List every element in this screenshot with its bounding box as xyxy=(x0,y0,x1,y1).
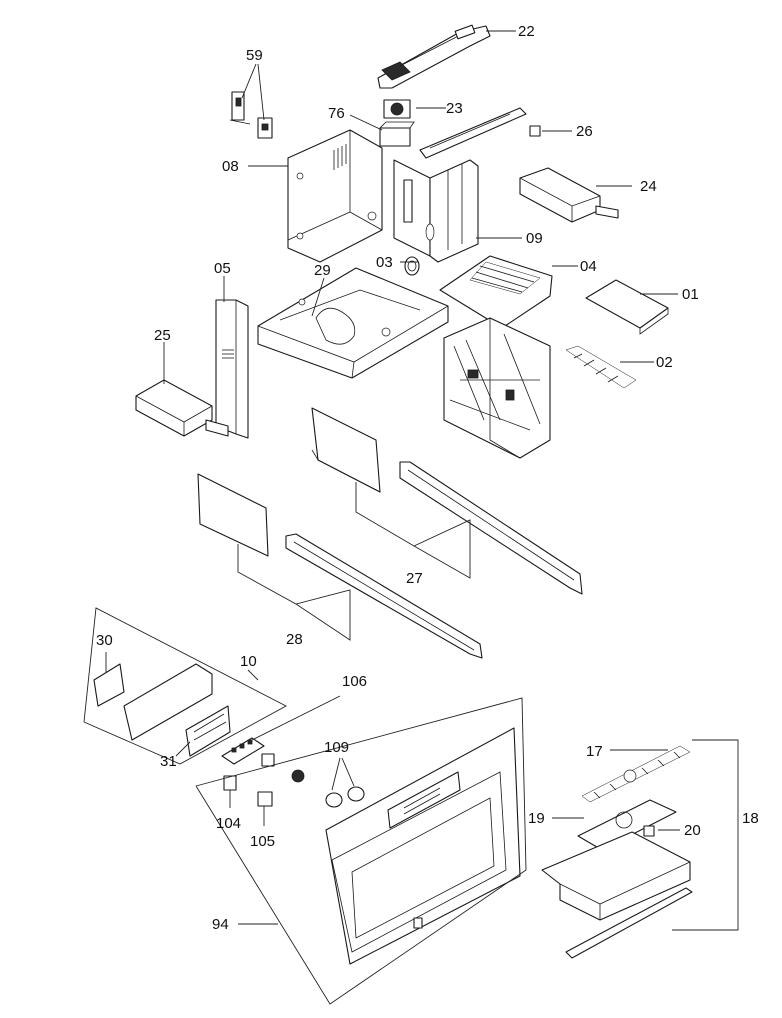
label-28: 28 xyxy=(286,631,303,648)
label-25: 25 xyxy=(154,327,171,344)
part-04-grill-cover xyxy=(439,255,553,329)
label-01: 01 xyxy=(682,286,699,303)
label-04: 04 xyxy=(580,258,597,275)
part-59-brackets xyxy=(229,91,273,139)
label-09: 09 xyxy=(526,230,543,247)
part-26-clip-rail xyxy=(419,107,541,159)
label-05: 05 xyxy=(214,260,231,277)
label-26: 26 xyxy=(576,123,593,140)
label-104: 104 xyxy=(216,815,241,832)
part-106-terminal xyxy=(221,737,265,765)
part-24-drip-tray xyxy=(519,167,619,223)
label-03: 03 xyxy=(376,254,393,271)
part-08-side-panel xyxy=(287,129,383,263)
part-18-drip-group xyxy=(541,745,693,959)
label-20: 20 xyxy=(684,822,701,839)
label-106: 106 xyxy=(342,673,367,690)
label-02: 02 xyxy=(656,354,673,371)
part-10-control-group xyxy=(93,663,231,757)
part-labels: 22 59 23 76 26 08 24 09 03 04 05 29 01 2… xyxy=(96,23,759,933)
label-30: 30 xyxy=(96,632,113,649)
part-23-fan xyxy=(379,99,415,147)
label-105: 105 xyxy=(250,833,275,850)
label-31: 31 xyxy=(160,753,177,770)
label-24: 24 xyxy=(640,178,657,195)
label-23: 23 xyxy=(446,100,463,117)
label-94: 94 xyxy=(212,916,229,933)
part-03-ring xyxy=(404,256,420,276)
label-29: 29 xyxy=(314,262,331,279)
label-17: 17 xyxy=(586,743,603,760)
label-22: 22 xyxy=(518,23,535,40)
part-25-tray xyxy=(135,379,229,437)
part-05-bracket-panel xyxy=(215,299,249,439)
label-76: 76 xyxy=(328,105,345,122)
label-59: 59 xyxy=(246,47,263,64)
parts-104-105-109 xyxy=(223,753,365,808)
main-frame xyxy=(443,317,551,459)
part-29-base-chassis xyxy=(257,267,449,379)
part-28-plate-and-rail xyxy=(197,473,483,659)
leader-lines xyxy=(83,30,739,1005)
label-109: 109 xyxy=(324,739,349,756)
part-01-panel xyxy=(585,279,669,335)
label-18: 18 xyxy=(742,810,759,827)
part-94-oven-front xyxy=(325,727,521,965)
label-08: 08 xyxy=(222,158,239,175)
part-22-top-rail xyxy=(377,24,491,89)
part-09-back-panel xyxy=(393,159,479,263)
part-02-strip xyxy=(565,345,637,389)
label-10: 10 xyxy=(240,653,257,670)
part-27-plate-and-rail xyxy=(311,407,583,595)
label-19: 19 xyxy=(528,810,545,827)
label-27: 27 xyxy=(406,570,423,587)
